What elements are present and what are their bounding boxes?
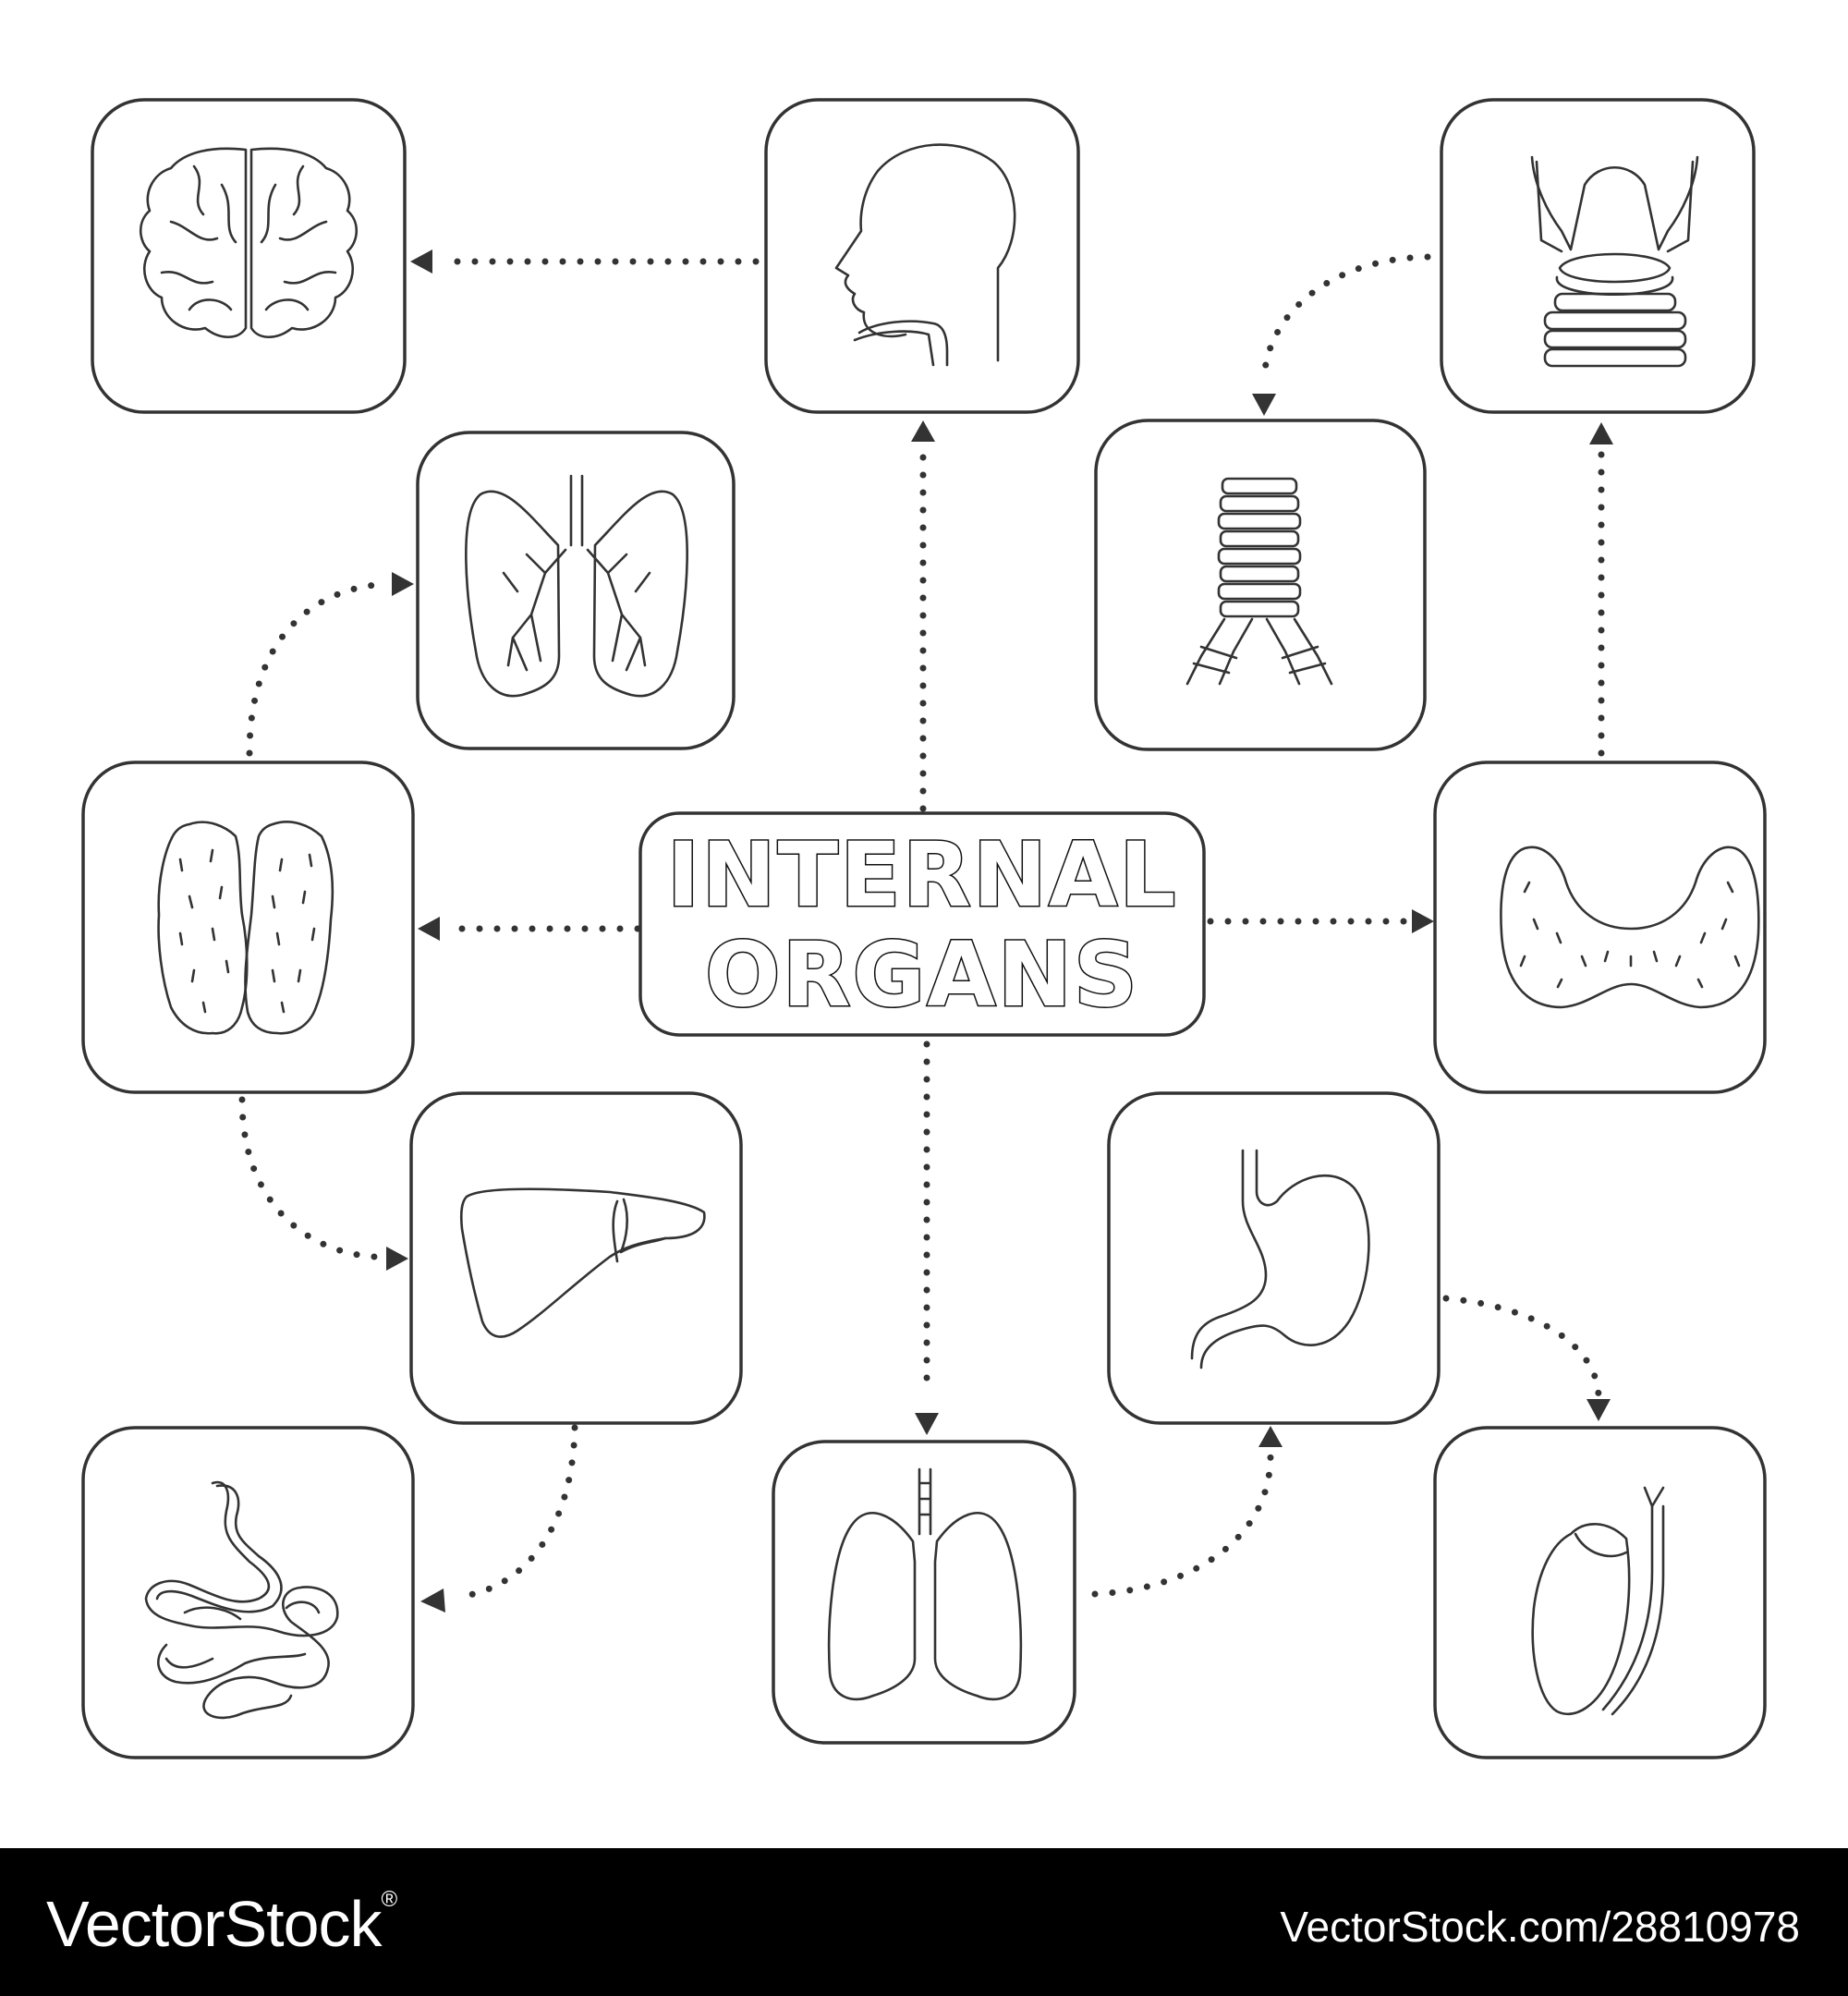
lungs-bronchi-icon (465, 474, 688, 698)
node-liver (409, 1091, 743, 1425)
gallbladder-icon (1531, 1486, 1665, 1716)
arrowhead-liver (386, 1247, 408, 1271)
arrowhead-trachea (1252, 394, 1276, 416)
lungs-icon (827, 1467, 1023, 1701)
node-thyroid (1433, 761, 1767, 1094)
registered-mark: ® (381, 1887, 398, 1912)
stomach-icon (1190, 1149, 1370, 1369)
arrowhead-lungs (915, 1413, 939, 1435)
node-lungs (772, 1440, 1076, 1745)
connector-stomach-gallbladder (1442, 1295, 1602, 1399)
arrowhead-stomach (1258, 1426, 1283, 1447)
head-profile-icon (834, 143, 1016, 367)
node-intestine (81, 1426, 415, 1759)
connectors (238, 250, 1613, 1613)
center-node: INTERNAL ORGANS (638, 811, 1206, 1037)
footer-brand-text: VectorStock (46, 1888, 383, 1960)
title-line-1: INTERNAL (667, 823, 1178, 927)
arrowhead-lungs-bronchi (392, 572, 414, 596)
diagram-canvas: INTERNAL ORGANS (81, 98, 1767, 1759)
arrowhead-gallbladder (1587, 1399, 1611, 1421)
node-stomach (1107, 1091, 1441, 1425)
center-box (638, 811, 1206, 1037)
title-line-2: ORGANS (705, 923, 1139, 1027)
connector-kidneys-liver (238, 1096, 378, 1260)
arrowhead-brain (410, 250, 432, 274)
kidneys-icon (157, 821, 334, 1035)
arrowhead-kidneys (418, 917, 440, 941)
mind-map-diagram: INTERNAL ORGANS (81, 98, 1767, 1759)
node-brain (91, 98, 407, 414)
footer-brand-logo: VectorStock® (46, 1887, 398, 1961)
node-boxes (81, 98, 1767, 1759)
connector-larynx-trachea (1260, 253, 1431, 384)
arrowhead-head (911, 420, 935, 442)
connector-lungs-stomach (1091, 1452, 1274, 1598)
trachea-icon (1185, 477, 1333, 686)
footer-url: VectorStock.com/28810978 (1280, 1903, 1800, 1951)
node-lungs-bronchi (416, 431, 736, 750)
arrowhead-larynx (1589, 422, 1613, 444)
thyroid-icon (1500, 846, 1760, 1009)
larynx-icon (1530, 155, 1699, 368)
node-head (764, 98, 1080, 414)
node-gallbladder (1433, 1426, 1767, 1759)
footer-bar: VectorStock® VectorStock.com/28810978 (0, 1848, 1848, 1996)
arrowhead-thyroid (1412, 909, 1434, 933)
arrowhead-intestine (420, 1588, 445, 1613)
liver-icon (459, 1187, 706, 1338)
connector-kidneys-lungs-bronchi (246, 580, 392, 757)
connector-liver-intestine (454, 1424, 578, 1600)
intestine-icon (144, 1480, 339, 1720)
node-kidneys (81, 761, 415, 1094)
brain-icon (139, 147, 359, 339)
